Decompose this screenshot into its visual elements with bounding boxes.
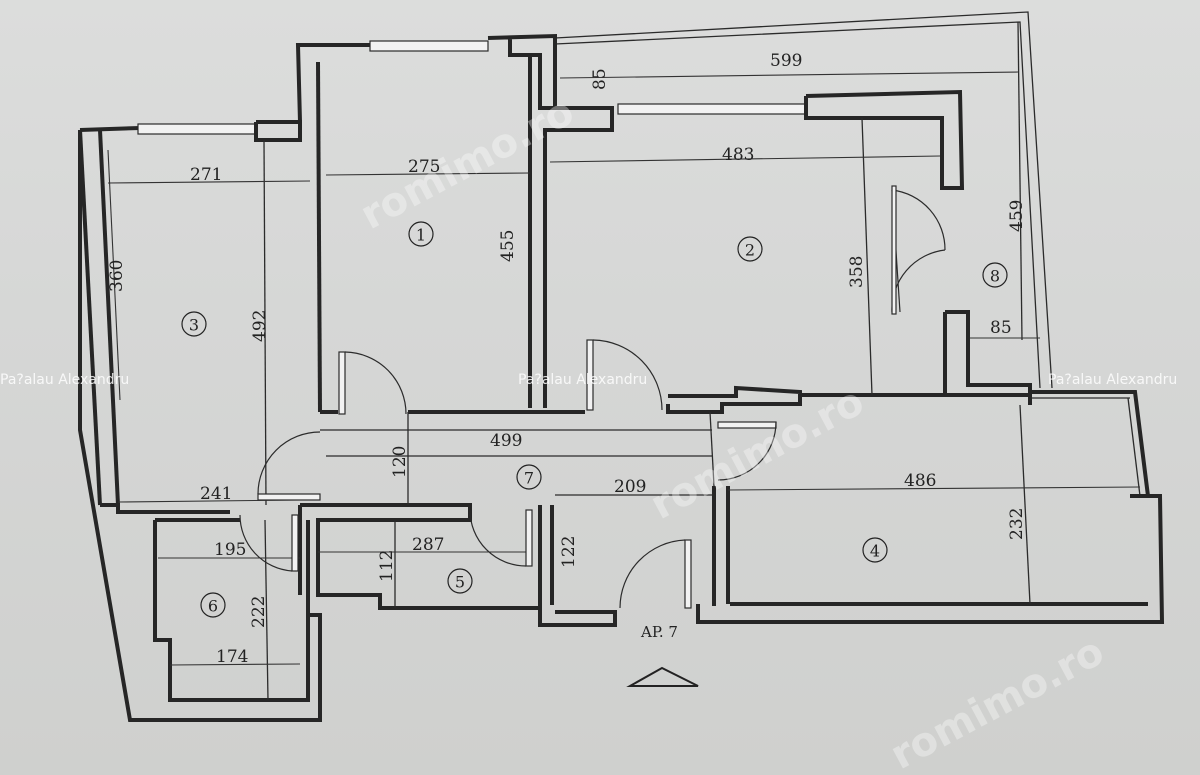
dim-499: 499 [490,431,522,451]
dim-275: 275 [408,157,440,177]
doors [239,185,946,609]
door-room-2 [586,339,663,411]
watermark-text-center: Pa?alau Alexandru [518,372,647,388]
dim-209: 209 [614,477,646,497]
dimension-lines [107,71,1141,666]
dim-85-top: 85 [590,68,610,90]
dim-459: 459 [1007,200,1027,232]
dim-455: 455 [498,230,518,262]
watermark-text-right: Pa?alau Alexandru [1048,372,1177,388]
apartment-label: AP. 7 [640,623,678,641]
svg-text:5: 5 [455,573,465,592]
watermark-logo-2: romimo.ro [643,378,871,529]
watermark-logo-3: romimo.ro [883,628,1111,775]
entrance-arrow-icon [626,666,699,687]
dim-271: 271 [190,165,222,185]
window-room-3 [137,123,257,135]
door-room-5 [469,509,533,567]
dim-492: 492 [250,310,270,342]
interior-lines [263,117,1031,701]
dim-232: 232 [1007,508,1027,540]
door-room-6 [239,514,299,572]
window-room-2 [617,103,807,115]
room-8-label: 8 [982,262,1008,288]
room-3-label: 3 [181,311,207,337]
room-4-label: 4 [862,537,888,563]
balcony-frame [554,11,1053,389]
svg-text:1: 1 [416,226,426,245]
room-7-label: 7 [516,464,542,490]
entrance-door [619,539,692,609]
dim-241: 241 [200,484,232,504]
wardrobe-doors [891,185,946,315]
dim-486: 486 [904,471,936,491]
dim-195: 195 [214,540,246,560]
exterior-walls [78,33,1165,722]
watermark-logo-1: romimo.ro [353,88,581,239]
dim-599: 599 [770,51,802,71]
svg-text:3: 3 [189,316,199,335]
room-6-label: 6 [200,592,226,618]
entrance-marker: AP. 7 [626,623,699,687]
svg-text:2: 2 [745,241,755,260]
dim-222: 222 [249,596,269,628]
svg-text:4: 4 [870,542,880,561]
svg-text:6: 6 [208,597,218,616]
dim-112: 112 [377,550,397,582]
watermarks: Pa?alau Alexandru Pa?alau Alexandru Pa?a… [0,88,1177,775]
room-1-label: 1 [408,221,434,247]
door-room-3 [257,431,321,501]
dim-483: 483 [722,145,754,165]
room-labels: 1 2 3 4 5 6 7 8 [181,221,1008,618]
window-room-1 [369,40,489,52]
door-room-1 [338,351,407,415]
dim-120: 120 [390,446,410,478]
watermark-text-left: Pa?alau Alexandru [0,372,129,388]
room-2-label: 2 [737,236,763,262]
dim-360: 360 [107,260,127,292]
dimension-labels: 599 85 271 275 483 455 459 358 360 492 8… [107,51,1027,667]
dim-85-right: 85 [990,318,1012,338]
svg-text:8: 8 [990,267,1000,286]
door-room-4 [717,421,777,481]
dim-287: 287 [412,535,444,555]
svg-text:7: 7 [524,469,534,488]
dim-358: 358 [847,256,867,288]
dim-174: 174 [216,647,248,667]
dim-122: 122 [559,536,579,568]
room-5-label: 5 [447,568,473,594]
